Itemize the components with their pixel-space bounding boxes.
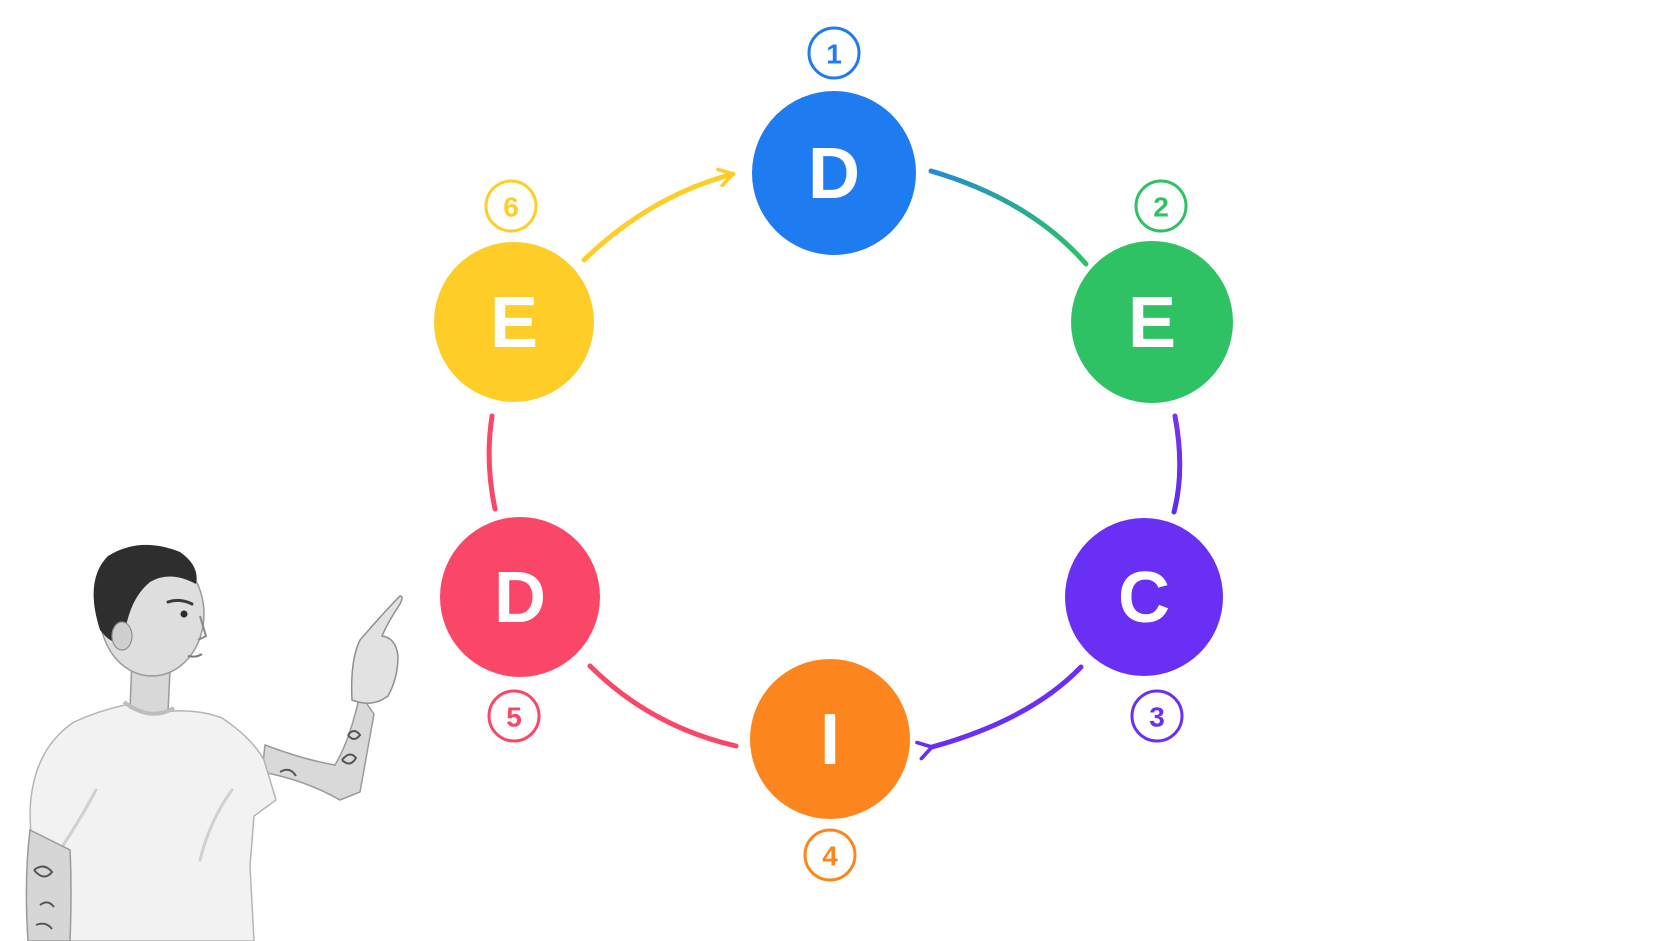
person-nose [197,615,208,641]
person-raised-arm [261,692,375,801]
badge-ring [803,828,857,882]
step-letter: D [808,134,860,214]
cycle-connectors [486,168,1183,749]
step-circle [750,659,910,819]
badge-number: 5 [506,702,522,733]
step-letter: I [820,700,840,780]
connector-3-to-4 [932,664,1084,747]
step-node-3: C [1065,518,1223,676]
step-node-1: D [752,91,916,255]
connector-6-to-1 [581,174,736,263]
connector-5-to-6 [486,413,498,512]
badge-number: 3 [1149,702,1165,733]
step-circle [1065,518,1223,676]
badge-ring [487,689,541,743]
person-lower-arm [25,828,72,941]
badge-ring [1134,179,1188,233]
step-circle [440,517,600,677]
person-eye [180,610,188,618]
shirt-collar [122,700,176,716]
badge-number: 1 [826,39,842,70]
step-badge-1: 1 [807,26,861,80]
step-node-5: D [440,517,600,677]
step-node-6: E [434,242,594,402]
connector-4-to-5 [587,663,739,749]
person-mouth [187,653,203,658]
cycle-nodes: D E C I D E [434,91,1233,819]
badge-number: 2 [1153,192,1169,223]
step-number-badges: 1 2 3 4 5 6 [484,26,1188,882]
step-badge-4: 4 [803,828,857,882]
badge-ring [807,26,861,80]
step-badge-5: 5 [487,689,541,743]
person-pointing-hand [350,595,403,704]
connector-1-to-2 [928,168,1089,267]
step-letter: C [1118,558,1170,638]
arm-tattoo [33,865,55,930]
badge-number: 6 [503,192,519,223]
step-badge-2: 2 [1134,179,1188,233]
step-letter: D [494,558,546,638]
step-letter: E [1128,283,1176,363]
badge-ring [484,179,538,233]
step-letter: E [490,283,538,363]
arm-tattoo [279,730,362,777]
person-eyebrow [166,598,194,606]
person-hair [93,544,197,643]
step-node-2: E [1071,241,1233,403]
step-node-4: I [750,659,910,819]
step-circle [752,91,916,255]
badge-number: 4 [822,841,838,872]
step-badge-6: 6 [484,179,538,233]
step-badge-3: 3 [1130,689,1184,743]
shirt-shading [58,788,234,862]
person-ear [111,621,133,651]
step-circle [1071,241,1233,403]
connector-2-to-3 [1171,413,1183,515]
pointing-person-illustration [25,544,403,941]
step-circle [434,242,594,402]
badge-ring [1130,689,1184,743]
